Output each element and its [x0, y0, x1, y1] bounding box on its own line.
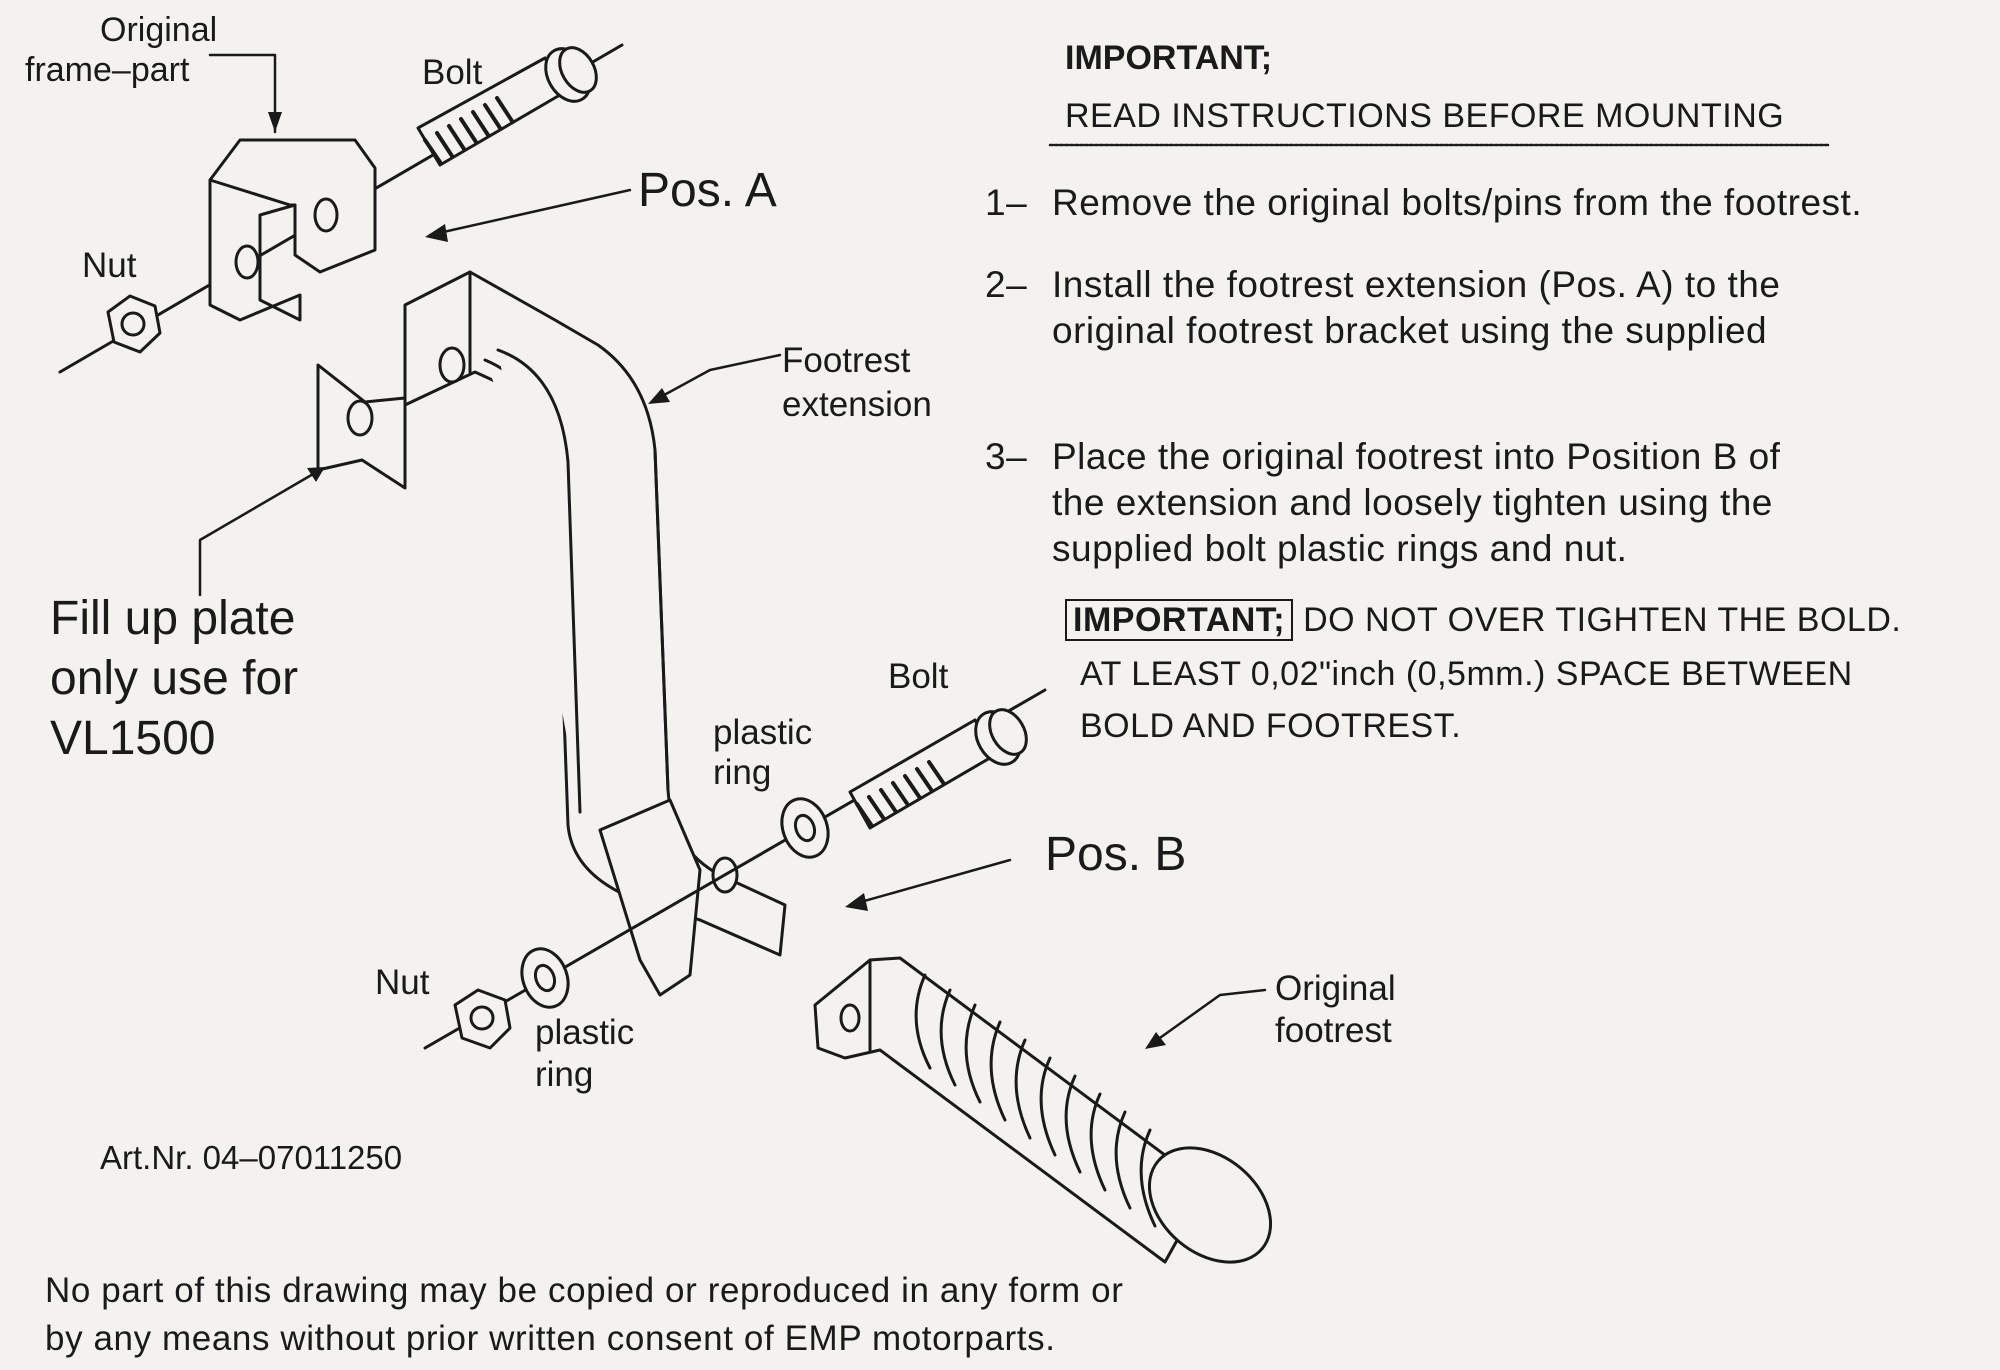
top-bolt-thread — [423, 96, 514, 164]
copyright-line2: by any means without prior written conse… — [45, 1319, 1056, 1358]
step-number: 1– — [985, 182, 1028, 223]
label-original-frame-part-line2: frame–part — [25, 51, 190, 89]
bottom-plastic-ring — [520, 947, 570, 1009]
label-footrest-extension-line2: extension — [782, 385, 932, 424]
label-bolt-bottom: Bolt — [888, 657, 949, 696]
footrest-grip-ridges — [914, 973, 1157, 1228]
fill-up-plate — [316, 363, 407, 490]
label-fill-up-line3: VL1500 — [50, 712, 216, 765]
header-read-instructions: READ INSTRUCTIONS BEFORE MOUNTING — [1065, 97, 1785, 135]
warning-text-1: DO NOT OVER TIGHTEN THE BOLD. — [1303, 601, 1902, 639]
warning-important-badge: IMPORTANT; — [1065, 599, 1294, 641]
footrest-extension — [403, 270, 787, 997]
label-plastic-ring-top-line1: plastic — [713, 713, 813, 752]
step-text: Install the footrest extension (Pos. A) … — [1052, 264, 1781, 351]
step-text: Place the original footrest into Positio… — [1052, 436, 1781, 569]
step-number: 2– — [985, 264, 1028, 305]
label-fill-up-line1: Fill up plate — [50, 592, 296, 645]
header-important: IMPORTANT; — [1065, 39, 1273, 77]
label-original-footrest-line2: footrest — [1275, 1011, 1392, 1050]
label-footrest-extension-line1: Footrest — [782, 341, 911, 380]
step-number: 3– — [985, 436, 1028, 477]
bottom-bolt-thread — [855, 760, 946, 828]
copyright-line1: No part of this drawing may be copied or… — [45, 1271, 1124, 1310]
original-footrest — [813, 956, 1273, 1264]
top-nut — [106, 294, 162, 354]
step-text: Remove the original bolts/pins from the … — [1052, 182, 1863, 223]
top-plastic-ring — [780, 797, 830, 859]
label-plastic-ring-bottom-line2: ring — [535, 1055, 594, 1094]
label-fill-up-line2: only use for — [50, 652, 299, 705]
leader-lines — [198, 53, 1267, 1047]
warning-line2: AT LEAST 0,02"inch (0,5mm.) SPACE BETWEE… — [1080, 655, 1853, 693]
label-plastic-ring-top-line2: ring — [713, 753, 772, 792]
label-bolt-top: Bolt — [422, 53, 483, 92]
label-pos-a: Pos. A — [638, 164, 777, 217]
article-number: Art.Nr. 04–07011250 — [100, 1139, 403, 1176]
original-frame-part — [208, 138, 377, 322]
label-nut-top: Nut — [82, 246, 137, 285]
label-original-frame-part-line1: Original — [100, 11, 218, 49]
label-original-footrest-line1: Original — [1275, 969, 1396, 1008]
label-nut-bottom: Nut — [375, 963, 430, 1002]
label-plastic-ring-bottom-line1: plastic — [535, 1013, 635, 1052]
warning-line1: IMPORTANT; DO NOT OVER TIGHTEN THE BOLD. — [1065, 594, 1901, 646]
arrow-heads — [268, 112, 1166, 1049]
bottom-nut — [453, 988, 512, 1050]
label-pos-b: Pos. B — [1045, 828, 1187, 881]
warning-line3: BOLD AND FOOTREST. — [1080, 707, 1462, 745]
